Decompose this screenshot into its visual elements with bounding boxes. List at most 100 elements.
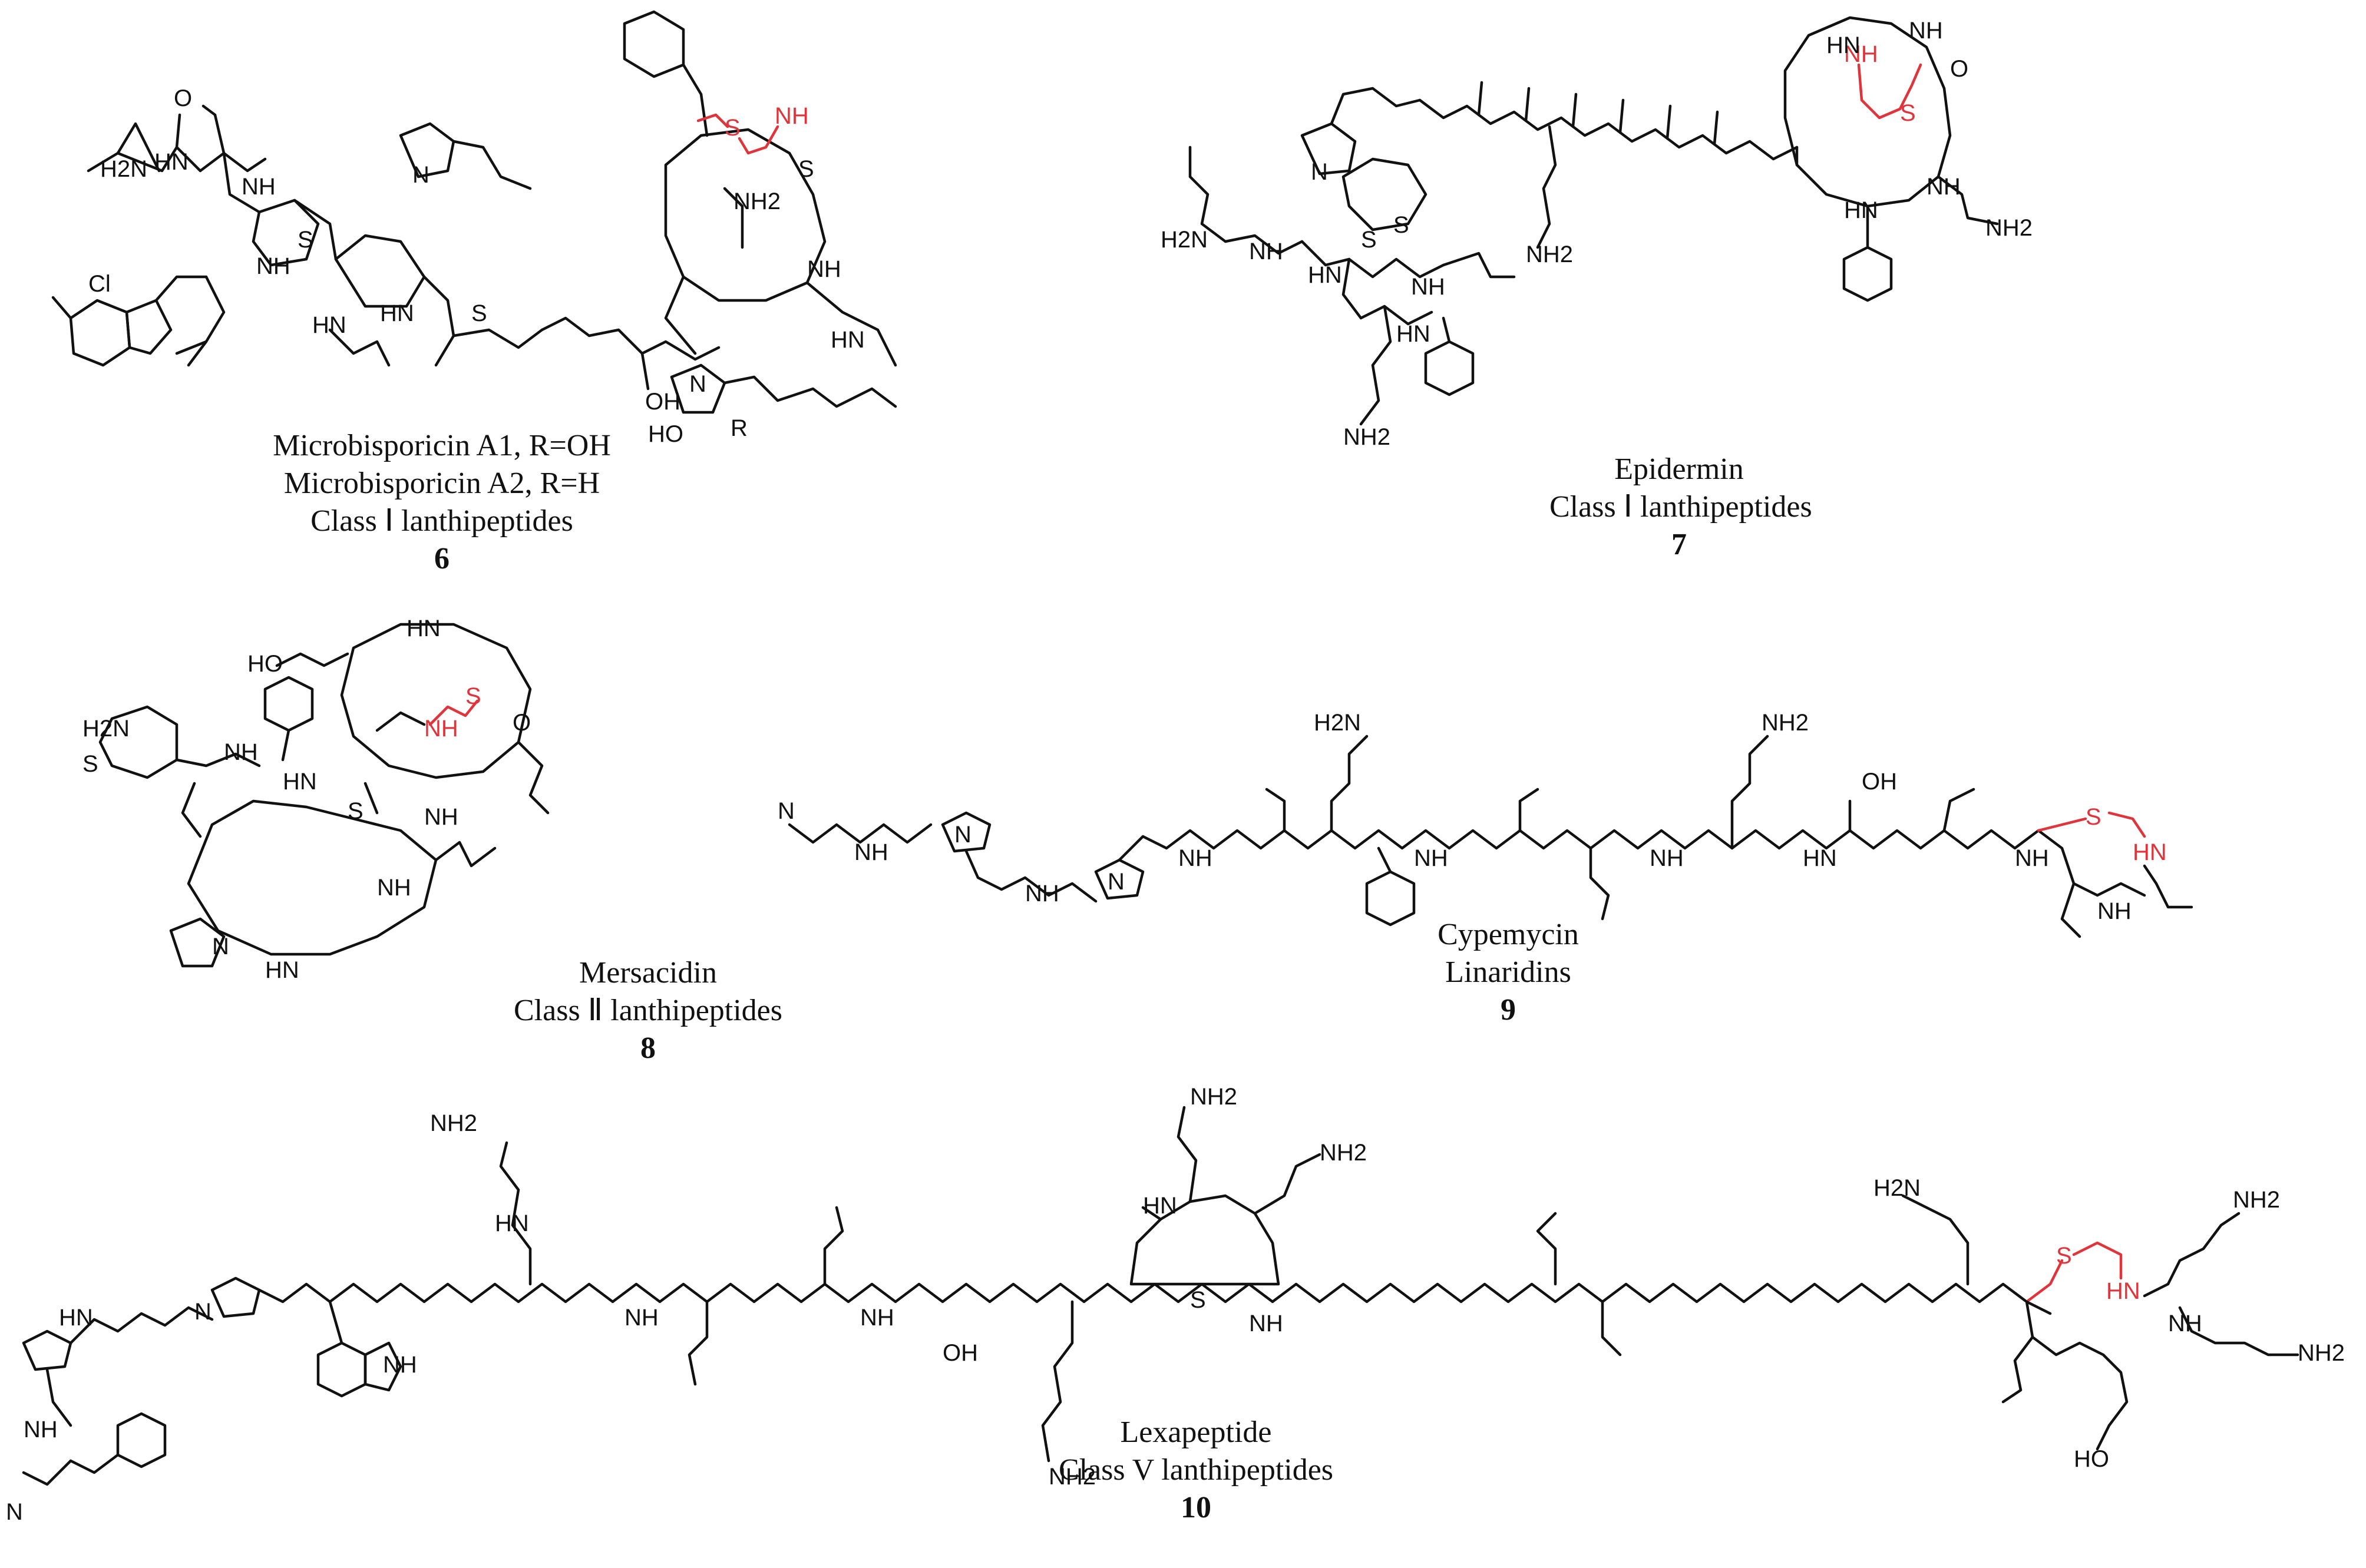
atom-label: HN <box>380 300 414 326</box>
atom-label: NH <box>1926 174 1961 200</box>
chemical-bond <box>1536 1212 1557 1286</box>
atom-label: O <box>1950 56 1968 82</box>
chemical-bond <box>723 187 744 249</box>
chemical-bond <box>364 1341 402 1392</box>
atom-label: H2N <box>82 716 130 742</box>
chemical-bond <box>275 652 349 667</box>
atom-label: HN <box>154 149 189 175</box>
chemical-bond <box>640 352 650 391</box>
atom-label: NH <box>377 875 411 901</box>
chemical-bond <box>1129 1194 1280 1286</box>
chemical-bond <box>375 711 426 732</box>
compound-number: 7 <box>1671 528 1687 561</box>
compound-7-panel: NH S H2N NH HN S N NH HN NH2 S HN NH O N… <box>1149 0 2366 589</box>
chemical-bond <box>964 849 1098 903</box>
chemical-bond <box>316 1341 367 1398</box>
atom-label: HN <box>1396 321 1430 347</box>
atom-label: NH <box>860 1305 894 1331</box>
atom-label: N <box>1108 869 1125 895</box>
compound-class: Class Ⅰ lanthipeptides <box>1549 490 1812 524</box>
chemical-bond <box>1141 1206 1162 1221</box>
chemical-bond <box>340 623 532 779</box>
compound-6-structure: S NH H2N HN NH O S Cl NH HN N HN S OH HO… <box>51 10 897 447</box>
chemical-bond <box>2037 829 2146 897</box>
chemical-bond <box>1571 92 1578 128</box>
chemical-bond <box>69 299 131 367</box>
chemical-bond <box>941 811 992 853</box>
chemical-bond <box>98 705 179 779</box>
compound-10-structure: S HN HN NH NH2 N NH HN NH NH2 NH N OH S … <box>6 1084 2345 1525</box>
chemical-bond <box>116 145 202 173</box>
atom-label: NH2 <box>1343 424 1390 450</box>
chemical-bond <box>499 1141 532 1286</box>
chemical-bond <box>257 1282 2028 1304</box>
chemical-bond <box>1330 735 1369 832</box>
chemical-bond <box>1477 81 1483 117</box>
compound-7-caption: Epidermin Class Ⅰ lanthipeptides 7 <box>1549 451 1812 564</box>
chemical-bond <box>22 1329 72 1371</box>
chemical-bond <box>1253 1153 1321 1215</box>
atom-label: OH <box>645 389 680 415</box>
compound-number: 9 <box>1501 993 1516 1027</box>
chemical-bond <box>1041 1300 1074 1463</box>
chemical-bond <box>1618 98 1625 134</box>
chemical-bond <box>2001 1335 2034 1404</box>
atom-label: NH <box>1414 845 1448 871</box>
chemical-bond <box>1177 1106 1198 1203</box>
chemical-bond <box>1300 240 1445 279</box>
chemical-bond <box>688 1300 709 1386</box>
compound-class: Class Ⅱ lanthipeptides <box>514 994 782 1027</box>
chemical-bond <box>664 128 827 302</box>
chemical-bond <box>1094 858 1145 900</box>
atom-label: R <box>731 415 748 441</box>
compound-name: Cypemycin <box>1438 918 1579 951</box>
atom-label: H2N <box>1161 227 1208 253</box>
chemical-bond <box>434 841 497 868</box>
chemical-bond <box>1783 16 1952 208</box>
chemical-bond <box>723 375 897 408</box>
atom-label: OH <box>943 1340 978 1366</box>
atom-label: HN <box>407 616 441 641</box>
chemical-bond <box>210 1276 261 1318</box>
chemical-bond <box>664 275 697 355</box>
atom-label: NH2 <box>1762 710 1809 736</box>
highlight-amine: HN <box>2106 1278 2140 1304</box>
chemical-bond <box>2060 882 2081 938</box>
atom-label: NH <box>854 839 888 865</box>
atom-label: S <box>298 227 313 253</box>
compound-6-panel: S NH H2N HN NH O S Cl NH HN N HN S OH HO… <box>0 0 1119 589</box>
chemical-bond <box>1730 735 1769 850</box>
compound-8-panel: NH S HO H2N S NH HN N S NH HN O NH HN Me… <box>0 589 782 1119</box>
chemical-bond <box>1442 316 1451 343</box>
highlight-sulfur: S <box>2056 1243 2072 1269</box>
chemical-bond <box>2025 1300 2052 1315</box>
chemical-bond <box>87 122 161 173</box>
chemical-bond <box>1713 110 1719 146</box>
atom-label: H2N <box>1873 1175 1921 1201</box>
atom-label: HO <box>247 651 283 677</box>
chemical-bond <box>399 122 455 178</box>
chemical-bond <box>1842 246 1893 302</box>
chemical-bond <box>682 63 703 96</box>
chemical-bond <box>1901 1194 1970 1286</box>
chemical-bond <box>222 151 261 214</box>
atom-label: NH <box>1249 239 1283 264</box>
atom-label: S <box>798 156 814 182</box>
chemical-bond <box>1188 145 1227 243</box>
atom-label: H2N <box>100 156 147 182</box>
compound-7-structure: NH S H2N NH HN S N NH HN NH2 S HN NH O N… <box>1161 16 2033 450</box>
highlight-bond <box>696 113 729 128</box>
atom-label: NH2 <box>430 1110 477 1136</box>
chemical-bond <box>823 1206 844 1286</box>
chemical-bond <box>1536 125 1557 249</box>
chemical-bond <box>293 199 338 261</box>
compound-8-caption: Mersacidin Class Ⅱ lanthipeptides 8 <box>507 954 789 1067</box>
compound-9-structure: S HN N NH N H2N NH N NH NH2 NH OH NH HN … <box>778 710 2193 938</box>
highlight-sulfur: S <box>1900 100 1916 126</box>
atom-label: HN <box>831 327 865 353</box>
chemical-bond <box>169 917 226 968</box>
chemical-bond <box>623 10 685 78</box>
chemical-bond <box>2025 1300 2129 1451</box>
chemical-bond <box>1666 104 1672 140</box>
chemical-bond <box>788 823 933 844</box>
